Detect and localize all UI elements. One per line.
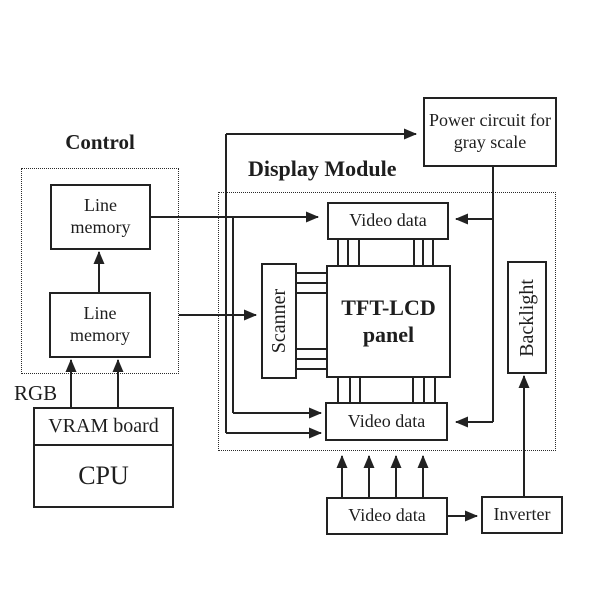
video-data-mid-node: Video data [325, 402, 448, 441]
video-data-top-label: Video data [349, 210, 427, 231]
cpu-label: CPU [78, 461, 129, 491]
inverter-node: Inverter [481, 496, 563, 534]
power-circuit-label: Power circuit for gray scale [429, 110, 551, 152]
inverter-label: Inverter [493, 504, 551, 525]
display-module-group-box [218, 192, 556, 451]
video-data-mid-label: Video data [347, 410, 426, 431]
line-memory-top-node: Line memory [50, 184, 151, 250]
line-memory-bottom-label: Line memory [70, 303, 130, 345]
scanner-label: Scanner [267, 288, 290, 354]
tft-lcd-panel-node: TFT-LCD panel [326, 265, 451, 378]
video-data-bottom-node: Video data [326, 497, 448, 535]
line-memory-bottom-node: Line memory [49, 292, 151, 358]
display-module-section-label: Display Module [248, 156, 397, 181]
video-data-bottom-label: Video data [348, 505, 426, 526]
rgb-label: RGB [14, 381, 58, 405]
control-section-label: Control [65, 130, 135, 154]
cpu-cell: CPU [35, 446, 172, 506]
tft-lcd-panel-label: TFT-LCD panel [341, 294, 436, 347]
video-data-top-node: Video data [327, 202, 449, 240]
backlight-node: Backlight [507, 261, 547, 374]
backlight-label: Backlight [515, 278, 538, 357]
vram-board-label: VRAM board [48, 415, 159, 438]
power-circuit-node: Power circuit for gray scale [423, 97, 557, 167]
vram-board-cell: VRAM board [35, 409, 172, 446]
scanner-node: Scanner [261, 263, 297, 379]
control-group-box [21, 168, 179, 374]
line-memory-top-label: Line memory [70, 195, 131, 237]
vram-cpu-node: VRAM board CPU [33, 407, 174, 508]
